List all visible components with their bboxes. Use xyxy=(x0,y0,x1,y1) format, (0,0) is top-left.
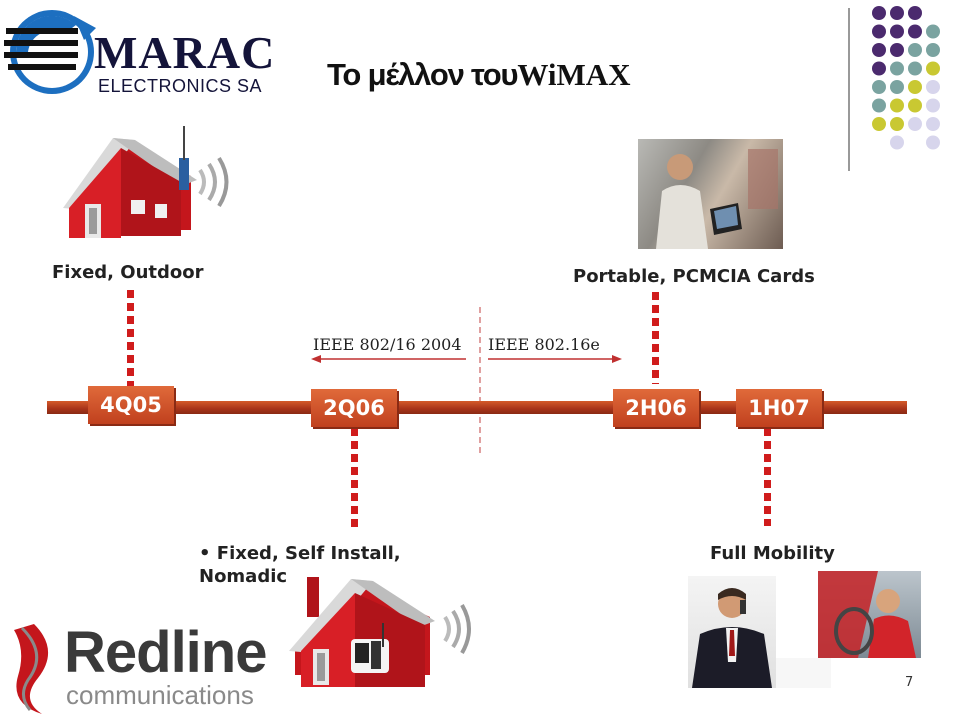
house-antenna-icon xyxy=(63,126,229,238)
portable-label: Portable, PCMCIA Cards xyxy=(573,266,815,287)
decorative-dot xyxy=(890,6,904,20)
fixed-outdoor-label: Fixed, Outdoor xyxy=(52,262,204,283)
decorative-dot xyxy=(908,117,922,131)
decorative-dot xyxy=(890,98,904,113)
decorative-dot xyxy=(926,43,940,57)
title-prefix: Το μέλλον του xyxy=(327,57,519,92)
redline-swirl-icon xyxy=(14,624,49,714)
marac-subtitle: ELECTRONICS SA xyxy=(98,76,263,96)
decorative-dot xyxy=(926,61,940,76)
connector-4q05 xyxy=(127,290,134,386)
decorative-dot xyxy=(872,61,886,76)
slide-number: 7 xyxy=(905,675,914,690)
marac-logo: MARAC ELECTRONICS SA xyxy=(4,6,294,96)
title-product: WiMAX xyxy=(517,57,631,92)
house-indoor-icon xyxy=(289,577,471,687)
decorative-dot xyxy=(908,24,922,39)
decorative-dot xyxy=(890,24,904,39)
left-arrow xyxy=(311,355,466,363)
decorative-dot xyxy=(926,80,940,94)
mobile-phone-user-photo xyxy=(688,576,776,688)
connector-2q06 xyxy=(351,428,358,528)
driver-phone-icon xyxy=(818,571,916,658)
self-install-label-line2: Nomadic xyxy=(199,566,288,587)
decorative-dot xyxy=(908,6,922,20)
redline-subtitle: communications xyxy=(66,680,254,710)
laptop-user-icon xyxy=(656,149,778,249)
decorative-dot xyxy=(926,135,940,150)
laptop-user-photo xyxy=(638,139,783,249)
decorative-dot xyxy=(890,135,904,150)
decorative-dot xyxy=(872,98,886,113)
phone-user-icon xyxy=(692,588,772,688)
ieee-16e-label: IEEE 802.16e xyxy=(488,335,600,354)
milestone-2h06: 2H06 xyxy=(613,389,699,427)
full-mobility-label: Full Mobility xyxy=(710,543,835,564)
redline-logo: Redline communications xyxy=(8,620,278,715)
decorative-dot xyxy=(872,6,886,20)
decorative-dot xyxy=(908,80,922,94)
milestone-2q06: 2Q06 xyxy=(311,389,397,427)
connector-1h07 xyxy=(764,428,771,526)
decorative-dot xyxy=(908,61,922,76)
decorative-dot xyxy=(872,117,886,131)
milestone-1h07: 1H07 xyxy=(736,389,822,427)
connector-2h06 xyxy=(652,292,659,384)
driver-phone-photo xyxy=(818,571,921,658)
decorative-dot xyxy=(926,24,940,39)
photo-backdrop xyxy=(776,658,831,688)
decorative-dot xyxy=(872,80,886,94)
decorative-dot xyxy=(926,98,940,113)
marac-name: MARAC xyxy=(94,27,276,78)
ieee-2004-label: IEEE 802/16 2004 xyxy=(313,335,462,354)
decorative-dot xyxy=(908,98,922,113)
self-install-label-line1: • Fixed, Self Install, xyxy=(199,543,401,564)
redline-name: Redline xyxy=(64,620,267,685)
decorative-dot xyxy=(926,117,940,131)
decorative-dot xyxy=(872,43,886,57)
decorative-dot xyxy=(908,43,922,57)
right-arrow xyxy=(488,355,622,363)
slide-title: Το μέλλον τουWiMAX xyxy=(327,57,630,93)
decorative-dot xyxy=(890,43,904,57)
milestone-4q05: 4Q05 xyxy=(88,386,174,424)
decorative-dot-grid xyxy=(872,6,940,150)
vertical-rule xyxy=(848,8,850,171)
decorative-dot xyxy=(890,80,904,94)
decorative-dot xyxy=(890,117,904,131)
decorative-dot xyxy=(872,24,886,39)
decorative-dot xyxy=(890,61,904,76)
standards-divider xyxy=(479,307,481,455)
marac-globe-icon xyxy=(4,10,96,94)
